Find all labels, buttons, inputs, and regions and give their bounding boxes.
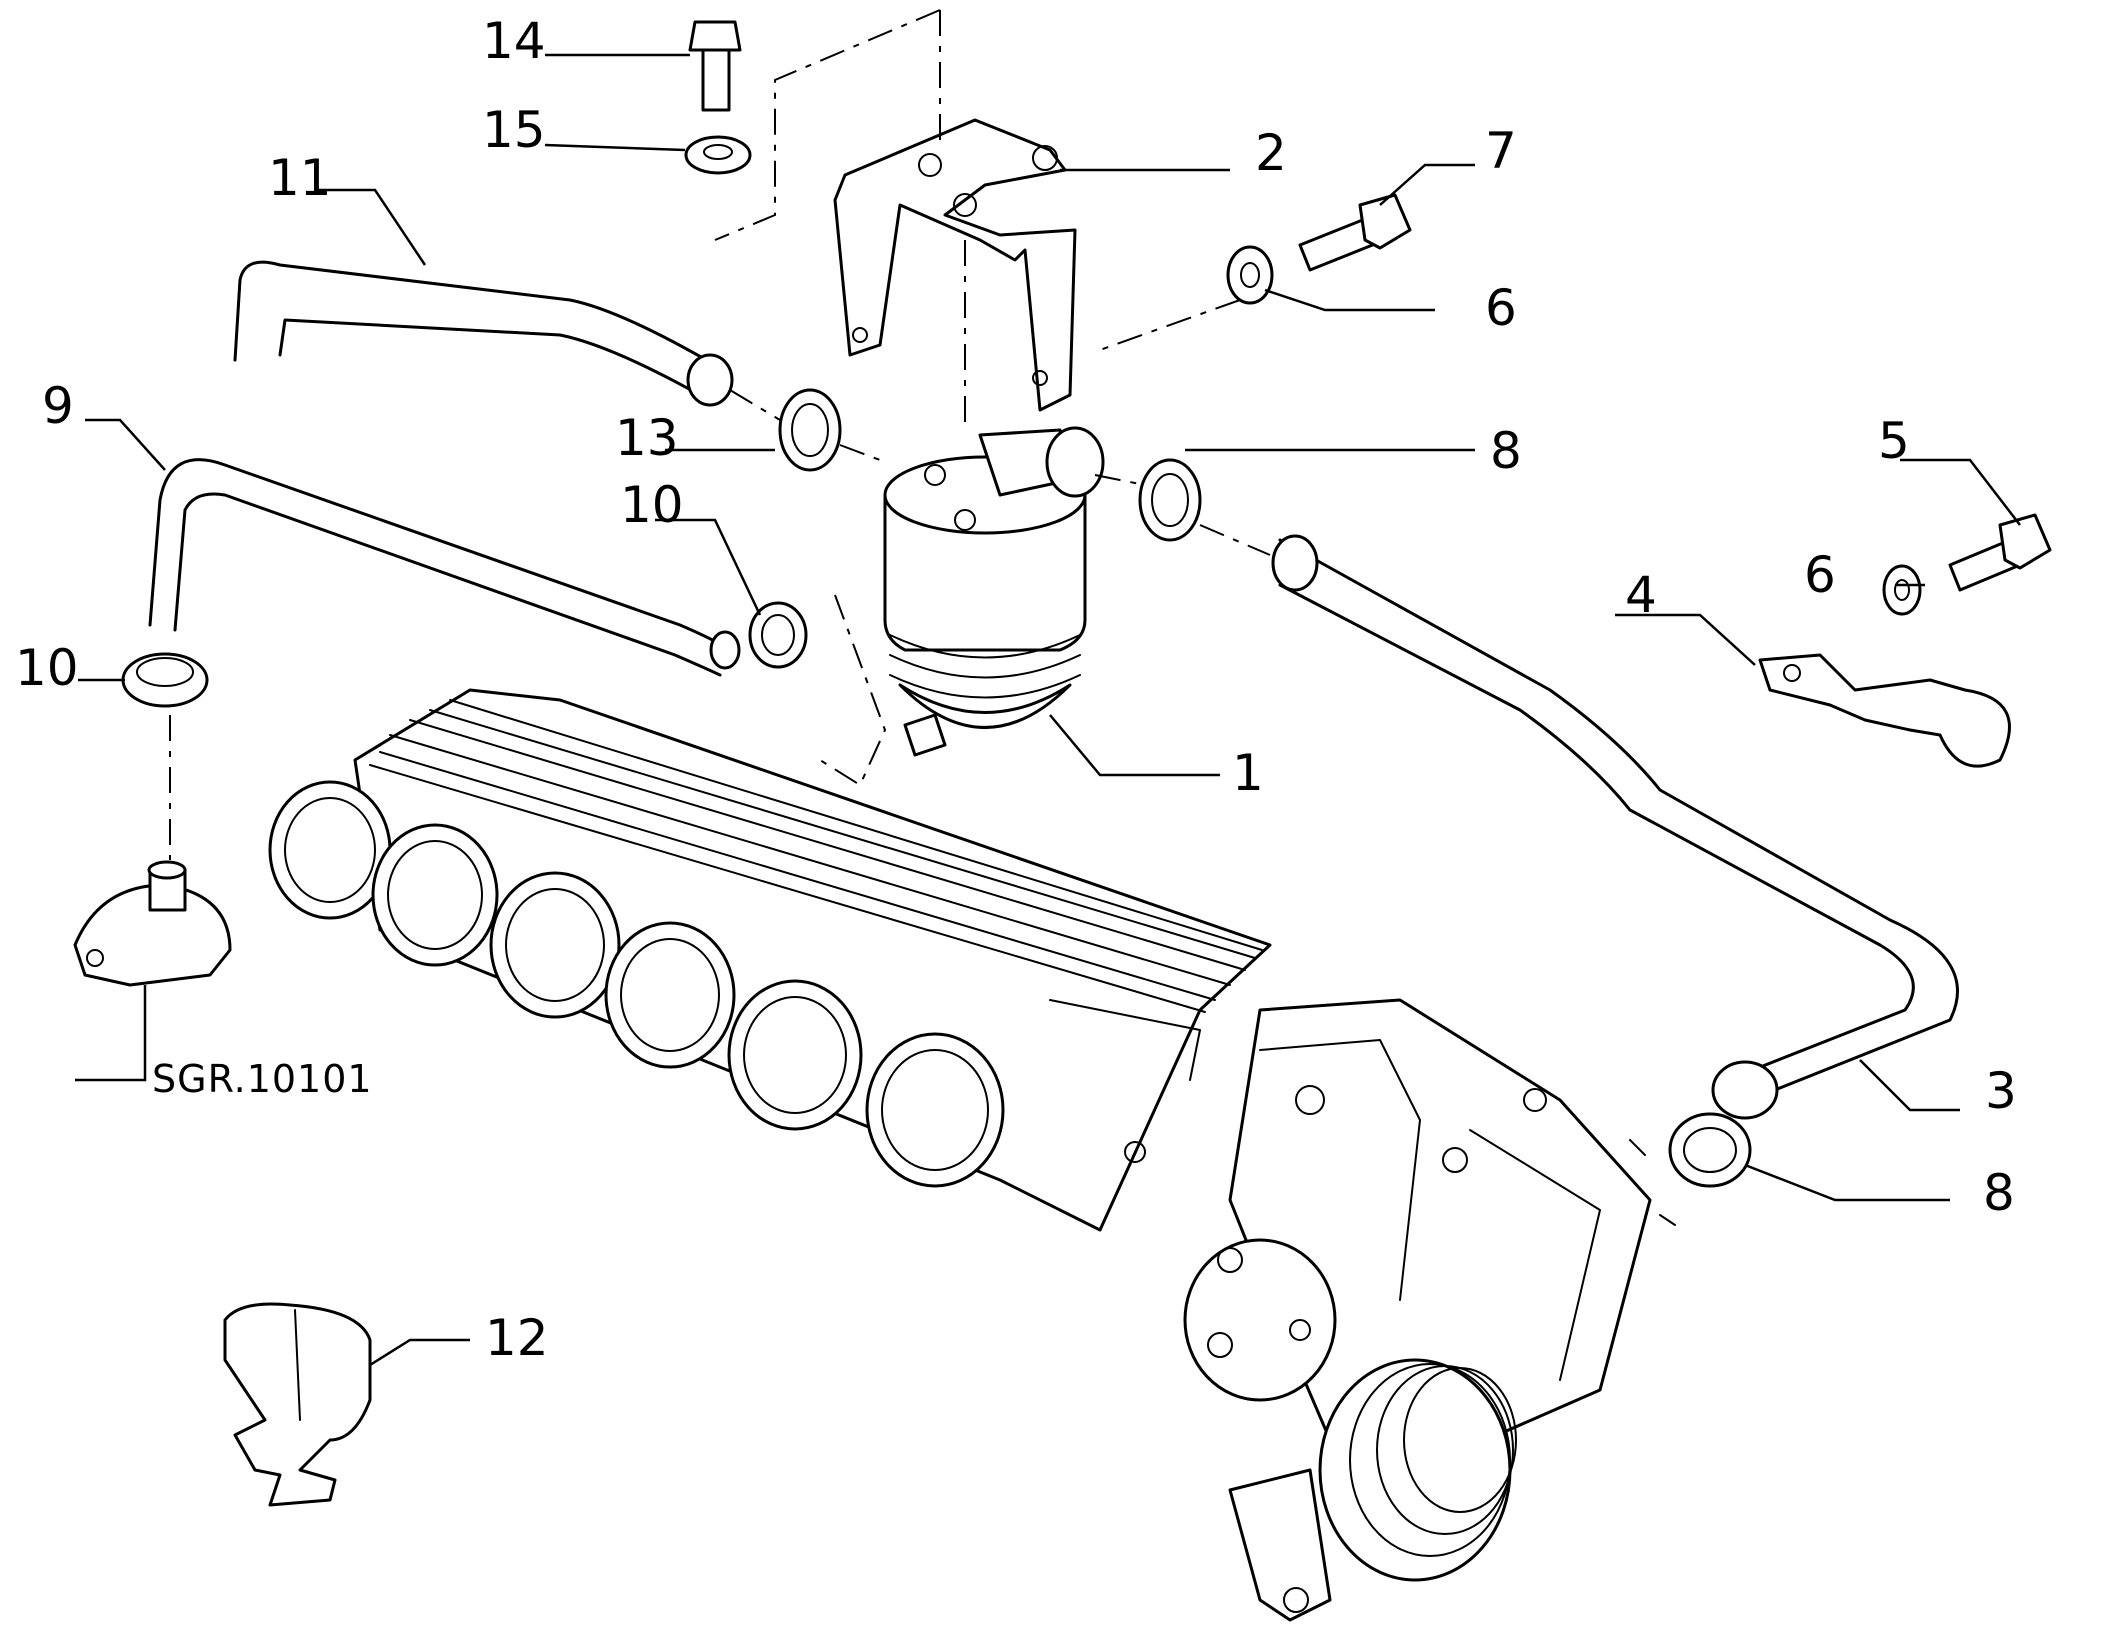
label-part-6-upper: 6 bbox=[1485, 279, 1517, 337]
label-part-5: 5 bbox=[1878, 412, 1910, 470]
manifold-port-6 bbox=[865, 1032, 1005, 1188]
label-part-10-left: 10 bbox=[15, 639, 79, 697]
hose-3 bbox=[1271, 534, 1959, 1120]
bolt-7 bbox=[1298, 193, 1412, 272]
label-part-8-lower: 8 bbox=[1983, 1164, 2015, 1222]
hose-support-bracket bbox=[1758, 653, 2011, 768]
label-part-13: 13 bbox=[615, 409, 679, 467]
throttle-body bbox=[1183, 998, 1676, 1622]
label-part-2: 2 bbox=[1255, 124, 1287, 182]
label-part-9: 9 bbox=[42, 377, 74, 435]
label-part-7: 7 bbox=[1485, 122, 1517, 180]
intake-manifold bbox=[268, 688, 1272, 1232]
clamp-8-upper bbox=[1138, 458, 1202, 542]
assembly-lines bbox=[169, 9, 1271, 860]
manifold-port-2 bbox=[371, 823, 499, 967]
label-part-1: 1 bbox=[1232, 744, 1264, 802]
oil-separator-canister bbox=[883, 426, 1105, 757]
washer-15 bbox=[684, 135, 752, 175]
clamp-8-lower bbox=[1668, 1112, 1752, 1188]
label-part-3: 3 bbox=[1985, 1062, 2017, 1120]
label-part-10-upper: 10 bbox=[620, 476, 684, 534]
manifold-port-4 bbox=[604, 921, 736, 1069]
label-part-14: 14 bbox=[482, 12, 546, 70]
bolt-5 bbox=[1948, 513, 2052, 592]
hose-9 bbox=[148, 458, 741, 677]
label-part-6-lower: 6 bbox=[1804, 546, 1836, 604]
clamp-10-left bbox=[121, 652, 209, 708]
label-part-15: 15 bbox=[482, 101, 546, 159]
manifold-port-3 bbox=[489, 871, 621, 1019]
mounting-bracket bbox=[833, 118, 1077, 412]
manifold-port-5 bbox=[727, 979, 863, 1131]
label-part-4: 4 bbox=[1625, 566, 1657, 624]
washer-6-lower bbox=[1882, 564, 1922, 616]
label-part-11: 11 bbox=[268, 149, 332, 207]
label-part-8-upper: 8 bbox=[1490, 422, 1522, 480]
label-part-12: 12 bbox=[485, 1309, 549, 1367]
breather-cap bbox=[73, 860, 232, 987]
clamp-10-upper bbox=[748, 601, 808, 669]
bolt-14 bbox=[688, 20, 742, 112]
clamp-13 bbox=[778, 388, 842, 472]
clamp-12 bbox=[223, 1302, 372, 1507]
hose-11 bbox=[233, 260, 734, 407]
washer-6-upper bbox=[1226, 245, 1274, 305]
reference-code: SGR.10101 bbox=[152, 1057, 373, 1101]
leader-lines bbox=[75, 53, 2021, 1367]
